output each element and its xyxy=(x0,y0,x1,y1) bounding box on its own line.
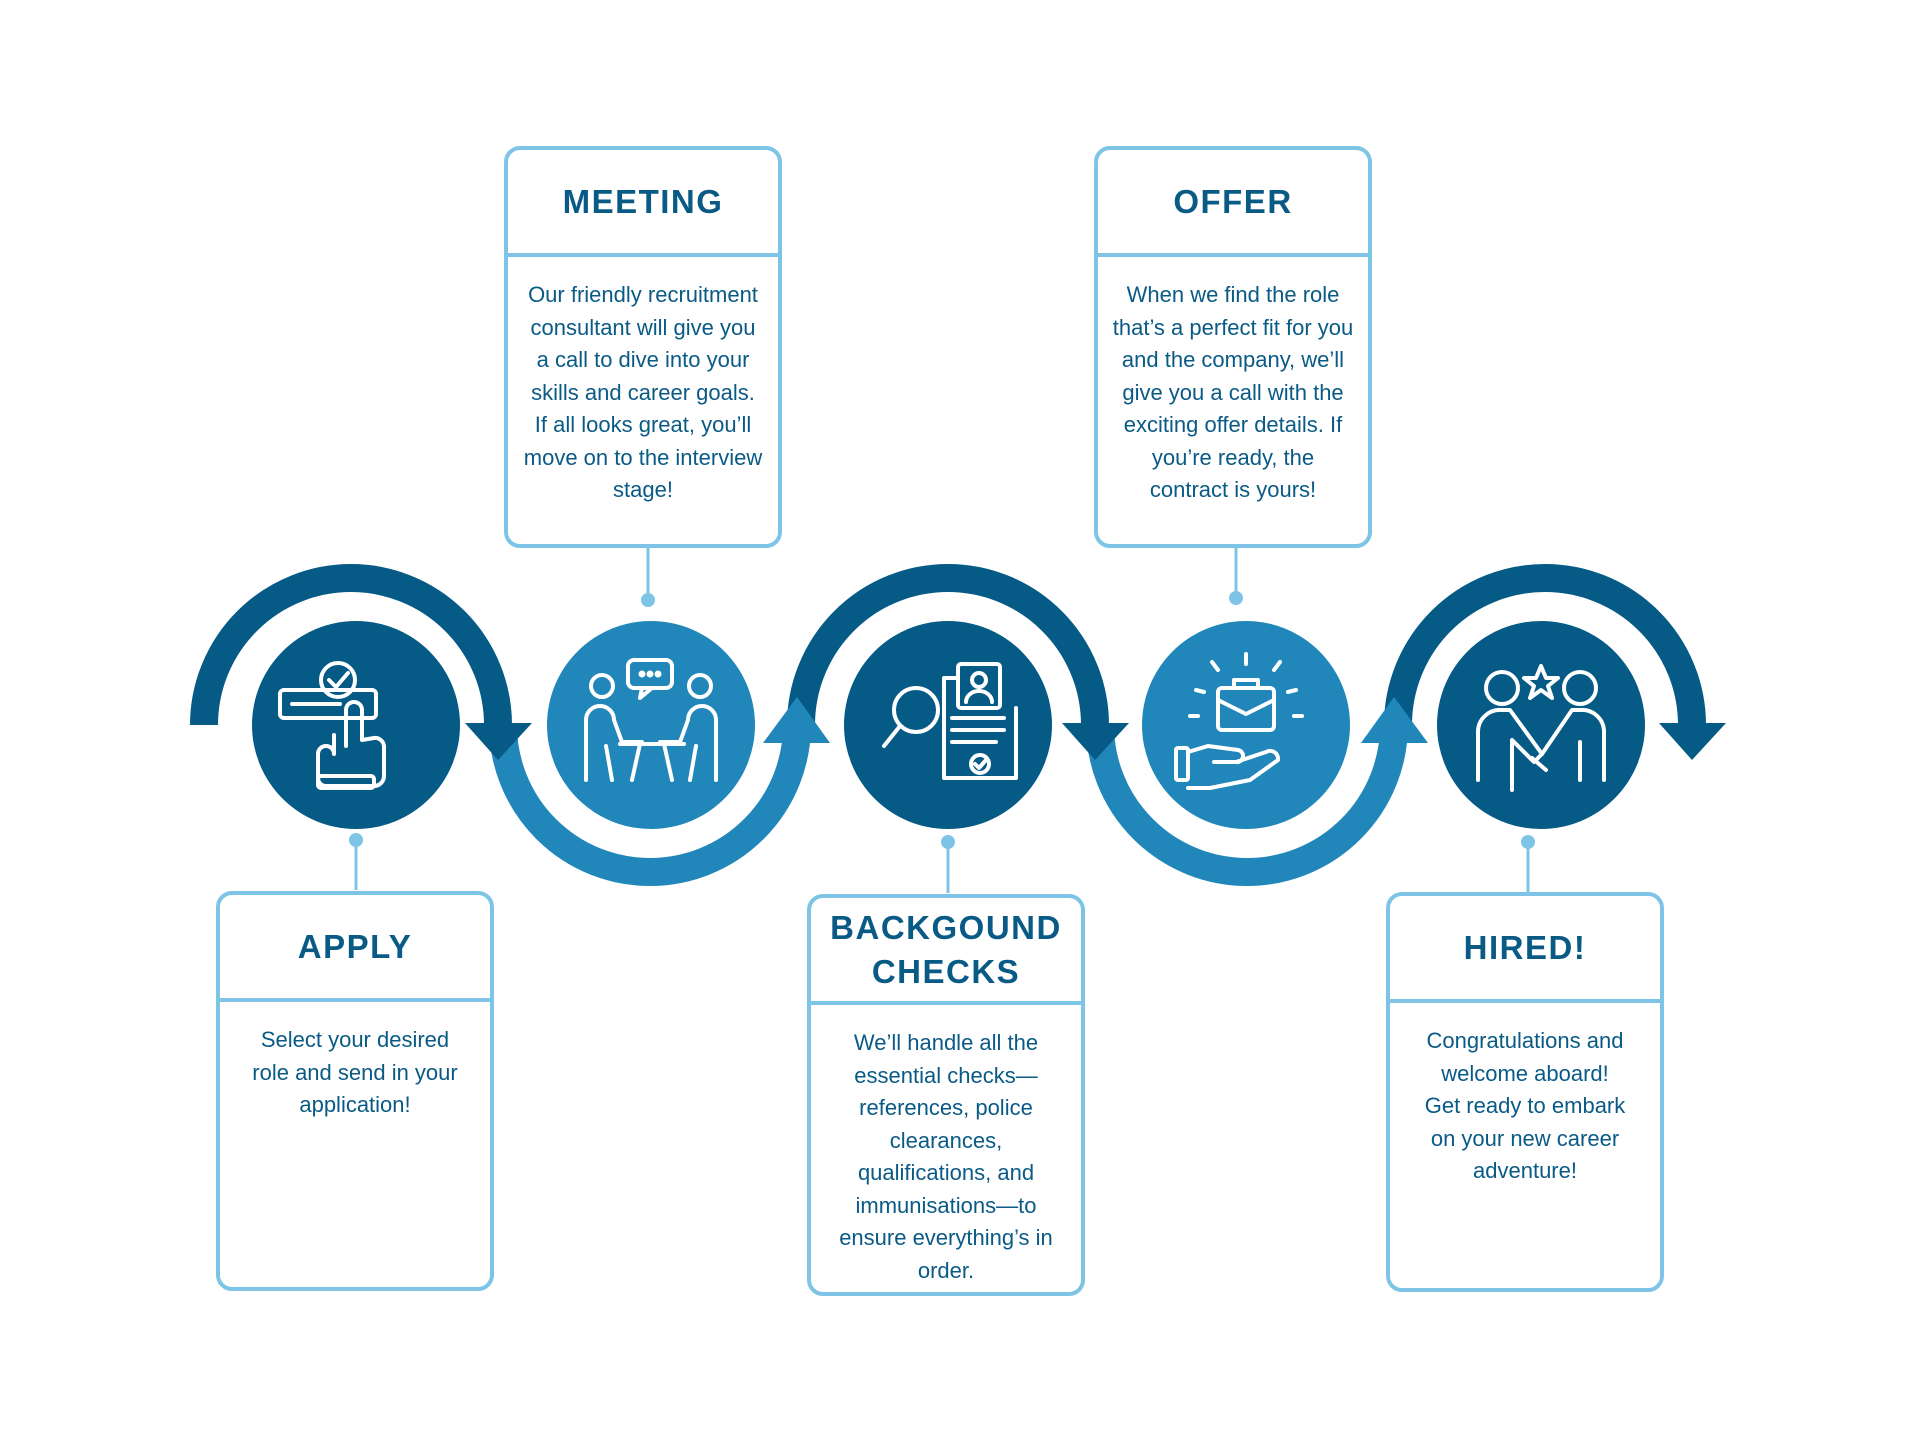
step-title-offer: OFFER xyxy=(1098,150,1368,257)
arrowhead-down-1 xyxy=(465,723,532,760)
step-card-hired: HIRED! Congratulations and welcome aboar… xyxy=(1386,892,1664,1292)
step-title-hired: HIRED! xyxy=(1390,896,1660,1003)
arc-lower-2 xyxy=(489,724,811,886)
step-text-apply: Select your desired role and send in you… xyxy=(252,1027,458,1117)
connector-dot-apply xyxy=(349,833,363,847)
meeting-icon xyxy=(584,658,718,782)
connector-dot-checks xyxy=(941,835,955,849)
connector-dot-offer xyxy=(1229,591,1243,605)
arc-lower-4 xyxy=(1086,724,1408,886)
step-circle-meeting xyxy=(547,621,755,829)
step-card-apply: APPLY Select your desired role and send … xyxy=(216,891,494,1291)
step-card-meeting: MEETING Our friendly recruitment consult… xyxy=(504,146,782,548)
connector-dot-hired xyxy=(1521,835,1535,849)
step-circle-apply xyxy=(252,621,460,829)
touch-apply-icon xyxy=(278,661,386,790)
arrowhead-up-1 xyxy=(763,697,830,743)
arc-upper-5 xyxy=(1384,564,1706,726)
step-card-checks: BACKGOUND CHECKS We’ll handle all the es… xyxy=(807,894,1085,1296)
arc-upper-1 xyxy=(190,564,512,726)
step-text-hired: Congratulations and welcome aboard! Get … xyxy=(1424,1028,1626,1183)
step-circle-checks xyxy=(844,621,1052,829)
job-offer-icon xyxy=(1174,652,1304,790)
arrowhead-up-2 xyxy=(1361,697,1428,743)
step-circle-hired xyxy=(1437,621,1645,829)
step-circle-offer xyxy=(1142,621,1350,829)
arrowhead-down-3 xyxy=(1659,723,1726,760)
document-search-icon xyxy=(882,662,1018,780)
step-title-apply: APPLY xyxy=(220,895,490,1002)
step-text-meeting: Our friendly recruitment consultant will… xyxy=(523,282,763,502)
arrowhead-down-2 xyxy=(1062,723,1129,760)
step-text-offer: When we find the role that’s a perfect f… xyxy=(1112,282,1354,502)
handshake-icon xyxy=(1475,664,1607,792)
step-card-offer: OFFER When we find the role that’s a per… xyxy=(1094,146,1372,548)
step-title-checks: BACKGOUND CHECKS xyxy=(811,898,1081,1005)
step-title-meeting: MEETING xyxy=(508,150,778,257)
step-text-checks: We’ll handle all the essential checks—re… xyxy=(839,1030,1053,1283)
arc-upper-3 xyxy=(787,564,1109,726)
connector-dot-meeting xyxy=(641,593,655,607)
